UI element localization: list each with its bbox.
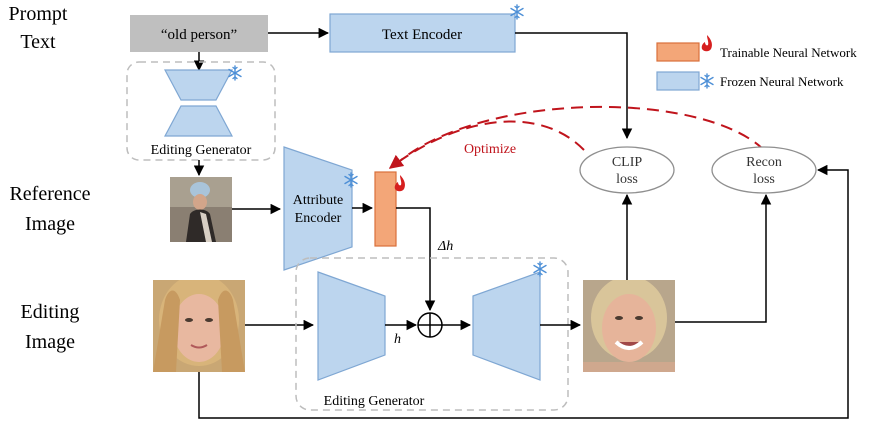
clip-loss-label-1: CLIP (612, 155, 643, 170)
generator-bottom-decoder-shape (472, 271, 541, 381)
editing-generator-bottom-label: Editing Generator (324, 394, 425, 409)
attribute-encoder-label-2: Encoder (295, 211, 342, 226)
prompt-box (130, 15, 268, 52)
flame-icon (701, 35, 712, 52)
editing-image (153, 280, 245, 372)
legend-trainable-label: Trainable Neural Network (720, 45, 857, 60)
recon-loss-label-2: loss (753, 172, 775, 187)
output-image (583, 280, 675, 372)
legend-frozen-swatch (656, 71, 700, 91)
recon-loss-node (711, 146, 817, 194)
snowflake-icon (700, 73, 714, 89)
attribute-encoder-shape (283, 146, 353, 271)
h-label: h (394, 332, 401, 347)
clip-loss-node (579, 146, 675, 194)
arrow-trainable-to-plus (396, 207, 436, 312)
row-label-editing-2: Image (25, 331, 75, 353)
arrow-output-to-recon (675, 193, 772, 323)
prompt-box-text: “old person” (161, 27, 237, 43)
generator-top-decoder-shape (164, 105, 233, 137)
attribute-encoder-label-1: Attribute (293, 193, 344, 208)
generator-bottom-encoder-shape (317, 271, 386, 381)
row-label-prompt-1: Prompt (9, 3, 68, 25)
plus-node (417, 312, 443, 338)
optimize-arrow-from-recon (391, 105, 765, 169)
editing-generator-top-frame (126, 61, 276, 161)
legend-frozen-label: Frozen Neural Network (720, 74, 844, 89)
trainable-module (374, 171, 397, 247)
reference-image (170, 177, 232, 242)
recon-loss-label-1: Recon (746, 155, 782, 170)
generator-top-encoder-shape (164, 69, 233, 101)
optimize-label: Optimize (464, 142, 516, 157)
row-label-prompt-2: Text (20, 31, 56, 53)
row-label-reference-2: Image (25, 213, 75, 235)
editing-generator-bottom-frame (295, 257, 569, 411)
text-encoder-box (329, 13, 516, 53)
delta-h-label: Δh (437, 239, 453, 254)
row-label-editing-1: Editing (21, 301, 80, 323)
clip-loss-label-2: loss (616, 172, 638, 187)
arrow-text-encoder-to-clip (515, 32, 633, 140)
text-encoder-label: Text Encoder (382, 27, 462, 43)
legend-trainable-swatch (656, 42, 700, 62)
arrow-editing-to-recon-loop (198, 164, 849, 419)
editing-generator-top-label: Editing Generator (151, 143, 252, 158)
row-label-reference-1: Reference (9, 183, 90, 205)
